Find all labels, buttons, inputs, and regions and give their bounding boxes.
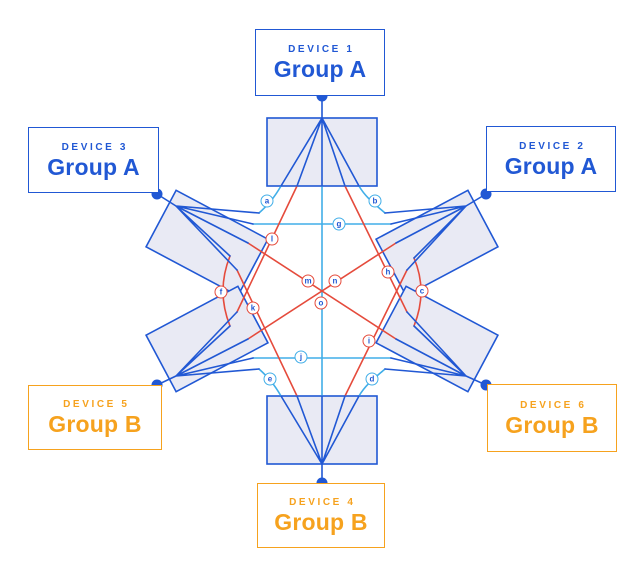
fan-device-5 [156, 311, 260, 386]
device-box-3: DEVICE 3 Group A [28, 127, 159, 193]
link-label-k: k [246, 301, 260, 315]
port-device-3 [144, 189, 270, 297]
link-label-c: c [415, 284, 429, 298]
link-label-o: o [314, 296, 328, 310]
device-box-2: DEVICE 2 Group A [486, 126, 616, 192]
link-label-h: h [381, 265, 395, 279]
device-1-name: DEVICE 1 [288, 44, 355, 55]
device-4-group: Group B [274, 509, 368, 535]
device-3-group: Group A [47, 153, 140, 180]
link-label-e: e [263, 372, 277, 386]
link-label-f: f [214, 285, 228, 299]
device-6-name: DEVICE 6 [520, 399, 587, 411]
device-box-4: DEVICE 4 Group B [257, 483, 385, 548]
link-label-g: g [332, 217, 346, 231]
link-label-n: n [328, 274, 342, 288]
device-2-name: DEVICE 2 [519, 140, 586, 152]
link-label-l: l [265, 232, 279, 246]
device-2-group: Group A [504, 152, 598, 179]
port-device-6 [374, 285, 500, 393]
device-box-5: DEVICE 5 Group B [28, 385, 162, 450]
device-3-name: DEVICE 3 [61, 141, 128, 153]
link-k-line [236, 269, 298, 397]
link-n-line [247, 242, 397, 340]
link-label-j: j [294, 350, 308, 364]
link-label-m: m [301, 274, 315, 288]
fan-device-6 [384, 311, 487, 386]
device-4-name: DEVICE 4 [289, 497, 356, 508]
device-5-group: Group B [48, 411, 142, 437]
device-5-name: DEVICE 5 [63, 399, 130, 410]
link-label-d: d [365, 372, 379, 386]
port-device-2 [374, 189, 500, 297]
device-box-6: DEVICE 6 Group B [487, 384, 617, 452]
device-6-group: Group B [505, 411, 599, 438]
fan-device-3 [156, 193, 260, 271]
link-label-a: a [260, 194, 274, 208]
link-label-i: i [362, 334, 376, 348]
device-box-1: DEVICE 1 Group A [255, 29, 385, 96]
link-lines [222, 185, 422, 397]
link-i-line [344, 269, 408, 397]
fan-device-1 [280, 95, 360, 187]
link-label-b: b [368, 194, 382, 208]
port-fans [156, 95, 487, 484]
fan-device-2 [384, 193, 487, 271]
fan-device-4 [280, 395, 360, 484]
device-1-group: Group A [273, 56, 367, 82]
